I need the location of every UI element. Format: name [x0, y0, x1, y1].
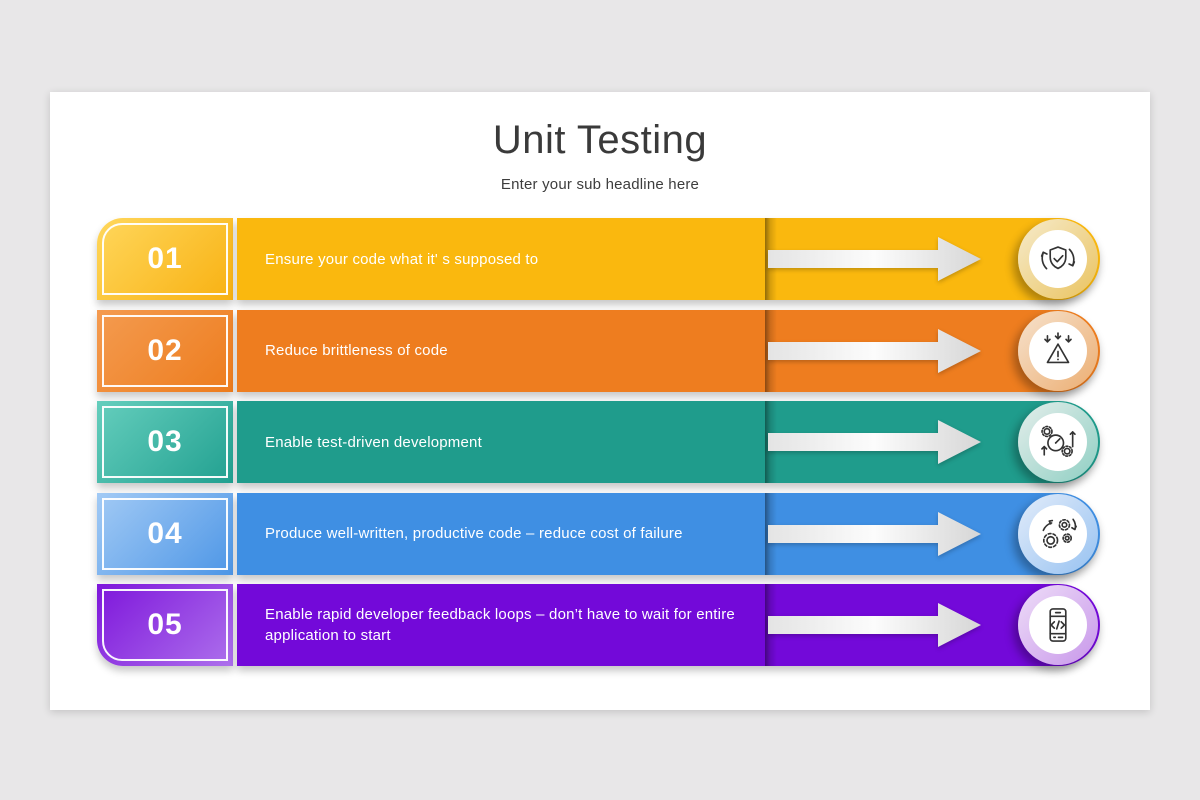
- item-number: 04: [147, 516, 183, 550]
- shield-sync-check-icon: [1036, 237, 1080, 281]
- number-box: 05: [97, 584, 233, 666]
- mobile-code-icon: [1036, 603, 1080, 647]
- item-text: Enable test-driven development: [265, 433, 482, 451]
- list-item: 03 Enable test-driven development: [97, 401, 1100, 483]
- arrow-right-icon: [768, 603, 981, 647]
- number-box: 03: [97, 401, 233, 483]
- number-box: 02: [97, 309, 233, 392]
- item-number: 01: [147, 242, 183, 275]
- icon-badge: [1018, 219, 1098, 299]
- item-bar: Produce well-written, productive code – …: [237, 492, 1100, 575]
- number-box-border: 02: [102, 314, 228, 387]
- list-item: 02 Reduce brittleness of code: [97, 309, 1100, 392]
- item-bar: Enable test-driven development: [237, 401, 1100, 483]
- gears-process-icon: [1036, 512, 1080, 556]
- icon-circle: [1029, 230, 1087, 288]
- infographic-list: 01 Ensure your code what it' s supposed …: [97, 218, 1100, 676]
- slide-card: Unit Testing Enter your sub headline her…: [50, 92, 1150, 710]
- number-box-border: 03: [102, 406, 228, 478]
- icon-badge: [1018, 402, 1098, 482]
- warning-arrows-icon: [1036, 329, 1080, 373]
- number-box-border: 01: [102, 223, 228, 295]
- icon-circle: [1029, 321, 1087, 380]
- icon-circle: [1029, 504, 1087, 563]
- number-box: 01: [97, 218, 233, 300]
- item-text: Reduce brittleness of code: [265, 342, 448, 359]
- list-item: 01 Ensure your code what it' s supposed …: [97, 218, 1100, 300]
- item-bar: Ensure your code what it' s supposed to: [237, 218, 1100, 300]
- icon-circle: [1029, 596, 1087, 654]
- number-box: 04: [97, 492, 233, 575]
- item-number: 02: [147, 333, 183, 367]
- arrow-right-icon: [768, 328, 981, 373]
- arrow-right-icon: [768, 511, 981, 556]
- list-item: 04 Produce well-written, productive code…: [97, 492, 1100, 575]
- item-text: Produce well-written, productive code – …: [265, 525, 683, 542]
- number-box-border: 05: [102, 589, 228, 661]
- page-title: Unit Testing: [492, 118, 708, 162]
- icon-badge: [1018, 585, 1098, 665]
- page-subtitle: Enter your sub headline here: [500, 176, 700, 193]
- arrow-right-icon: [768, 420, 981, 464]
- icon-circle: [1029, 413, 1087, 471]
- item-text: Ensure your code what it' s supposed to: [265, 250, 539, 268]
- number-box-border: 04: [102, 497, 228, 570]
- item-bar: Enable rapid developer feedback loops – …: [237, 584, 1100, 666]
- item-number: 03: [147, 425, 183, 458]
- arrow-right-icon: [768, 237, 981, 281]
- list-item: 05 Enable rapid developer feedback loops…: [97, 584, 1100, 666]
- item-bar: Reduce brittleness of code: [237, 309, 1100, 392]
- icon-badge: [1018, 310, 1098, 391]
- test-gauge-icon: [1036, 420, 1080, 464]
- icon-badge: [1018, 493, 1098, 574]
- item-text: Enable rapid developer feedback loops – …: [265, 606, 735, 644]
- item-number: 05: [147, 608, 183, 641]
